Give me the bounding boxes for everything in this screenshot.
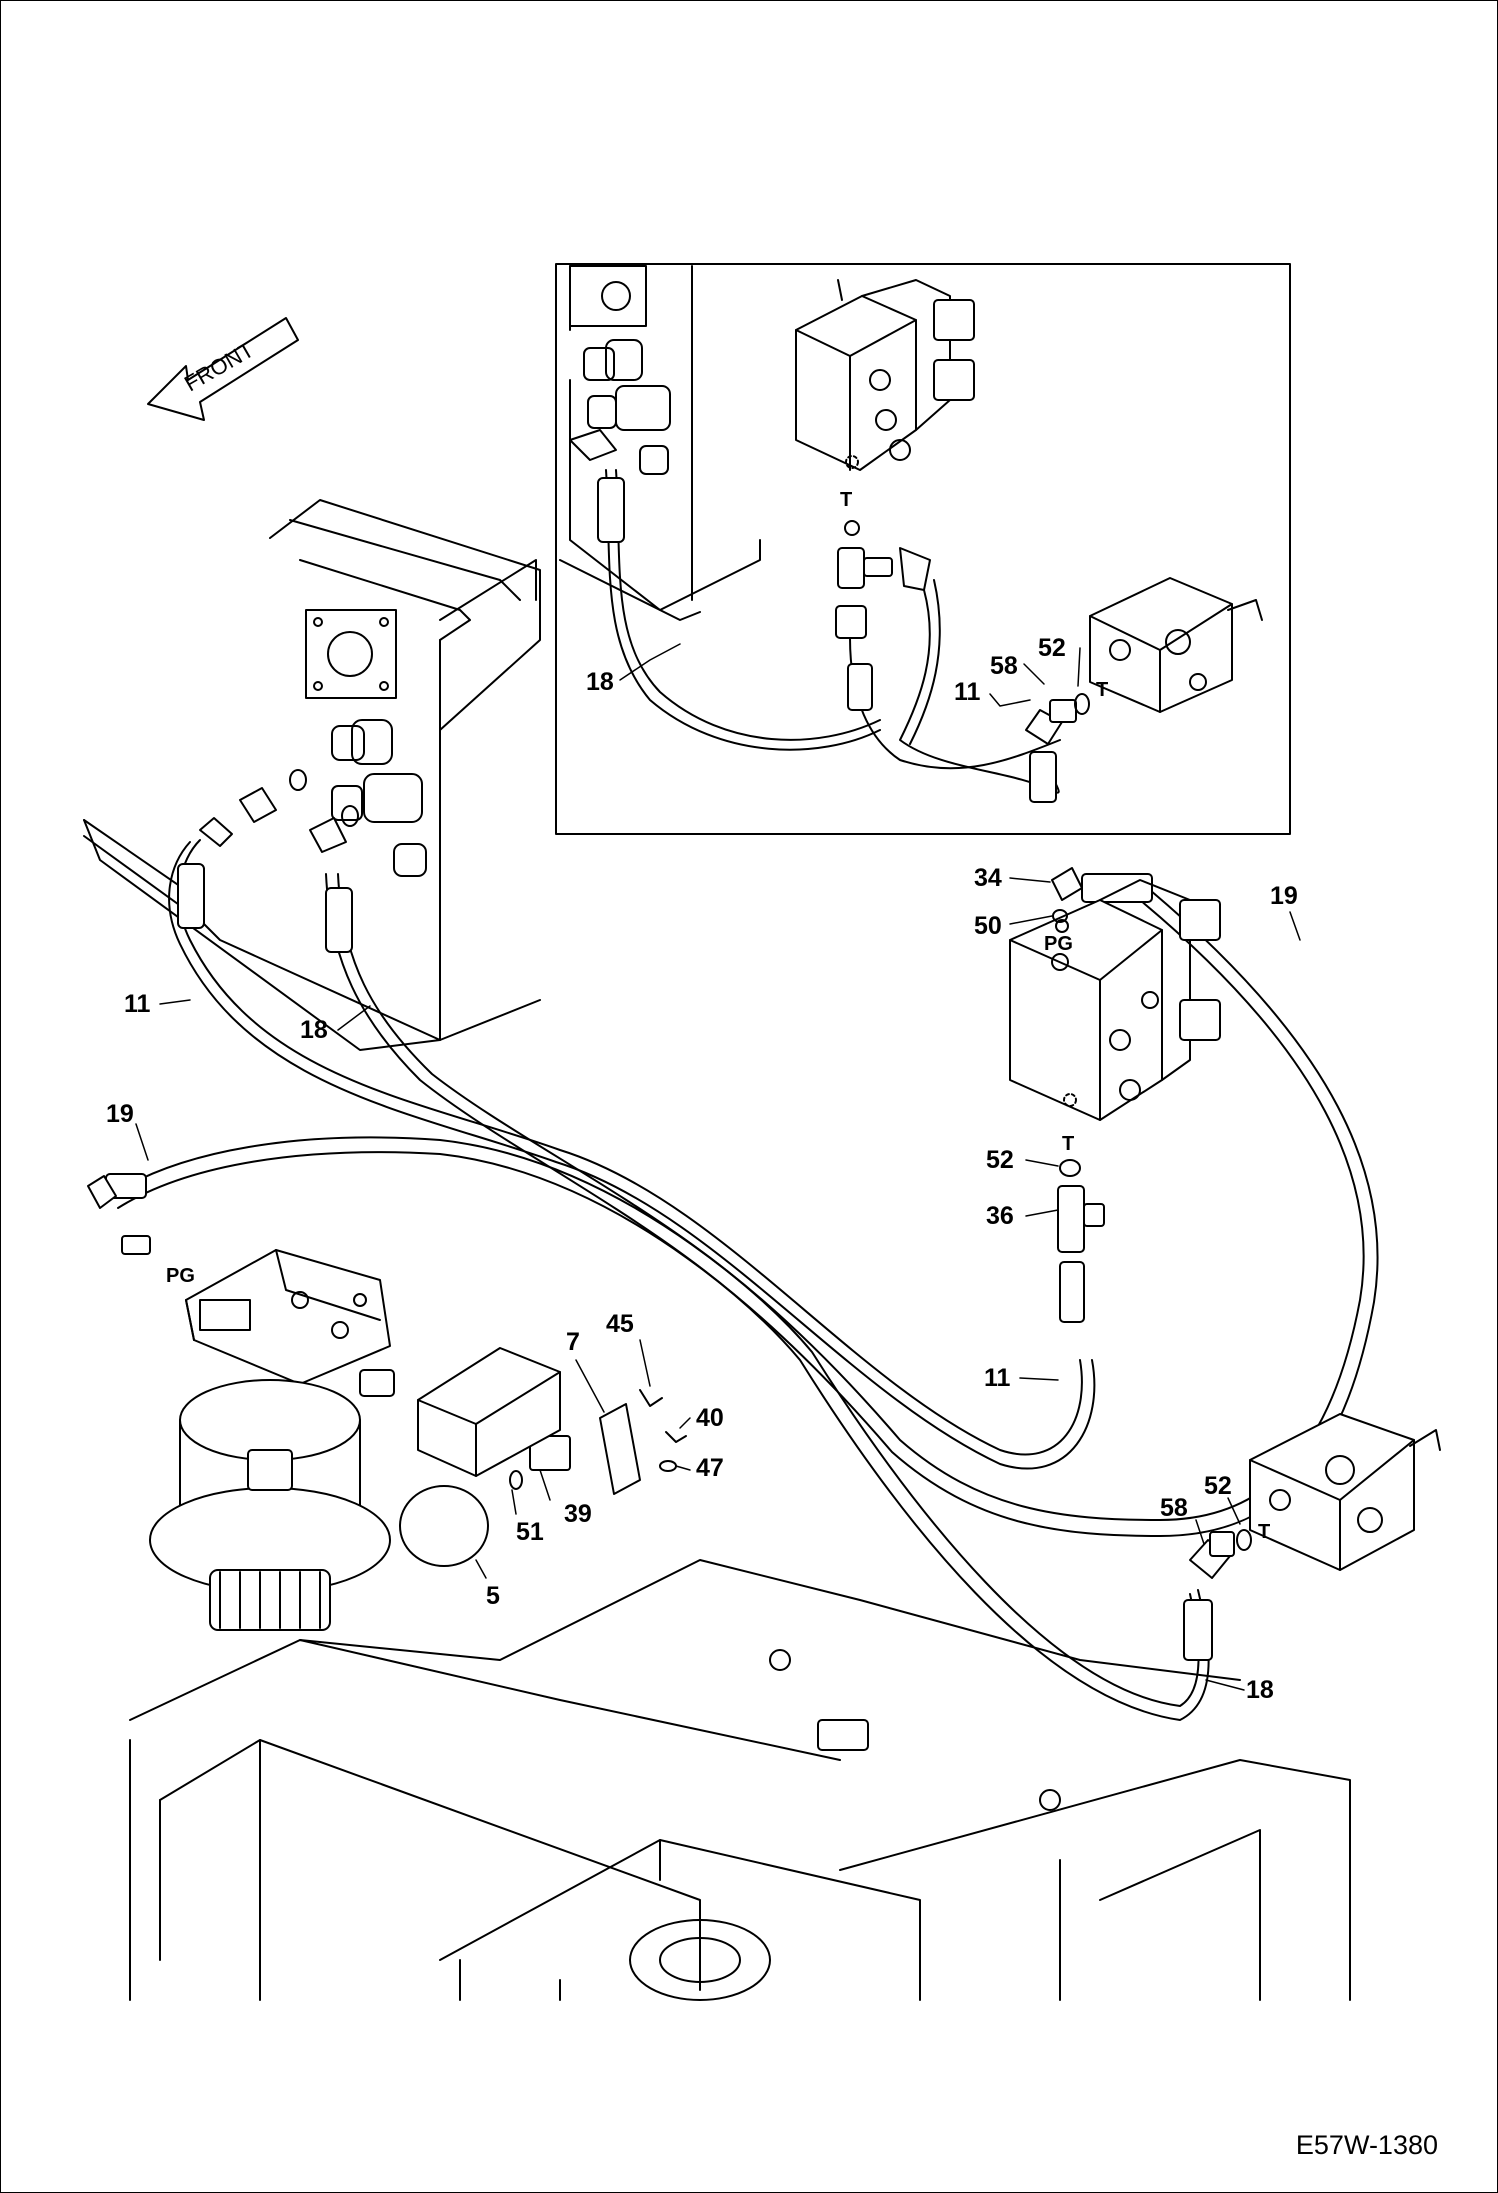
hose-18 [325, 873, 1210, 1721]
washer-47 [659, 1460, 677, 1472]
port-t-mid: T [1062, 1133, 1074, 1155]
inset-tank-wall [559, 265, 761, 621]
accumulator-5 [399, 1485, 489, 1567]
front-arrow-icon: FRONT [147, 317, 299, 421]
callout-52-mid: 52 [986, 1146, 1014, 1174]
inset-hose-18 [605, 469, 881, 751]
chassis-frame [129, 1559, 1351, 2001]
callout-58-lower: 58 [1160, 1494, 1188, 1522]
callout-7: 7 [566, 1328, 580, 1356]
o-ring-52-mid [1059, 1159, 1081, 1177]
inset-detail-frame [555, 263, 1291, 835]
tee-fitting-36 [1057, 1185, 1105, 1323]
inset-manifold-block [1089, 577, 1263, 713]
callout-50: 50 [974, 912, 1002, 940]
inset-elbow-58 [1025, 693, 1090, 745]
inset-tee-fitting [835, 520, 931, 639]
hose-19 [109, 899, 1365, 1521]
swing-motor [149, 1249, 395, 1631]
callout-19-right: 19 [1270, 882, 1298, 910]
callout-18-upper: 18 [586, 668, 614, 696]
inset-valve-block [795, 279, 975, 471]
callout-19-left: 19 [106, 1100, 134, 1128]
port-t-upper-block: T [1096, 679, 1108, 701]
callout-18-left: 18 [300, 1016, 328, 1044]
o-ring-51 [509, 1470, 523, 1490]
port-pg-mid: PG [1044, 933, 1073, 955]
callout-45: 45 [606, 1310, 634, 1338]
callout-5: 5 [486, 1582, 500, 1610]
port-t-upper-valve: T [840, 489, 852, 511]
bolt-45 [639, 1389, 663, 1407]
drawing-number: E57W-1380 [1295, 2130, 1438, 2160]
callout-47: 47 [696, 1454, 724, 1482]
callout-18-lower: 18 [1246, 1676, 1274, 1704]
o-ring-50 [1052, 909, 1068, 923]
callout-11-mid: 11 [984, 1364, 1011, 1392]
callout-58-upper: 58 [990, 652, 1018, 680]
o-ring-52-lower [1236, 1529, 1252, 1551]
tank-port-fittings [239, 719, 427, 877]
bolt-40 [665, 1431, 687, 1443]
callout-11-left: 11 [124, 990, 151, 1018]
port-t-lower-block: T [1258, 1521, 1270, 1543]
port-pg-left: PG [166, 1265, 195, 1287]
callout-52-upper: 52 [1038, 634, 1066, 662]
callout-40: 40 [696, 1404, 724, 1432]
callout-leader-lines [135, 643, 1301, 1691]
callout-51: 51 [516, 1518, 544, 1546]
callout-52-lower: 52 [1204, 1472, 1232, 1500]
callout-39: 39 [564, 1500, 592, 1528]
control-valve-block [1009, 879, 1221, 1121]
callout-36: 36 [986, 1202, 1014, 1230]
elbow-fitting-34 [1051, 867, 1083, 901]
bracket-7 [417, 1347, 641, 1495]
callout-11-upper-inset: 11 [954, 678, 981, 706]
callout-34: 34 [974, 864, 1002, 892]
lower-manifold-block [1249, 1413, 1441, 1571]
inset-fittings [569, 339, 671, 475]
hydraulic-tank [83, 499, 541, 1051]
hose-11 [178, 839, 1083, 1456]
